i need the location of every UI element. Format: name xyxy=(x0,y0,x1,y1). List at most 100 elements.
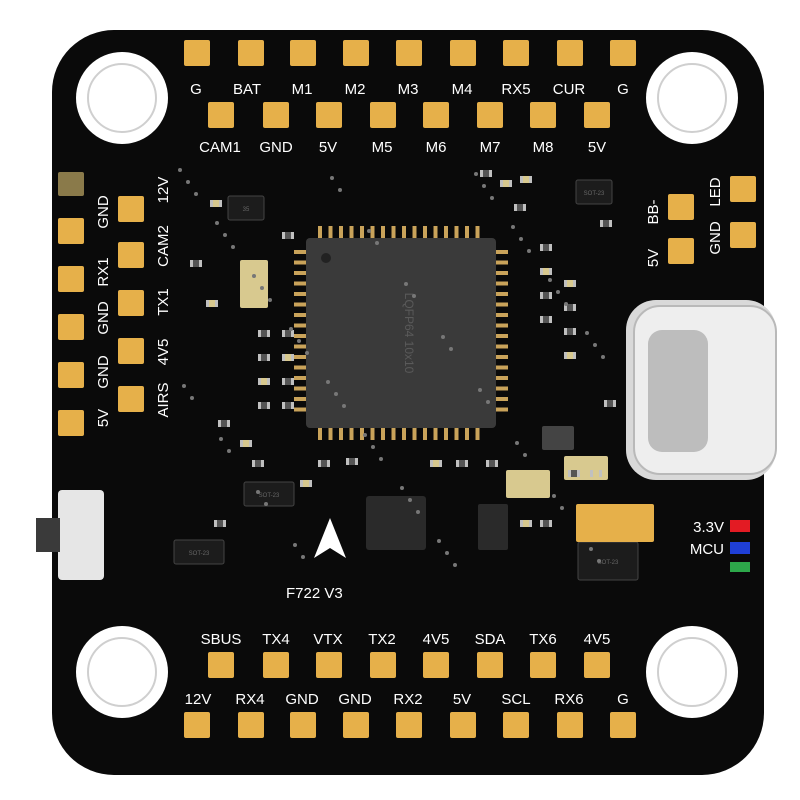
pad-label: SBUS xyxy=(201,631,242,648)
via xyxy=(268,298,272,302)
passive-terminal xyxy=(282,402,285,409)
sot23-marking: SOT-23 xyxy=(598,560,619,566)
via xyxy=(478,388,482,392)
passive-terminal xyxy=(318,460,321,467)
mounting-hole-icon xyxy=(76,52,168,144)
mcu-pin xyxy=(294,365,306,370)
pad-label: 4V5 xyxy=(423,631,450,648)
pad xyxy=(503,712,529,738)
pad xyxy=(238,712,264,738)
passive-terminal xyxy=(267,378,270,385)
via xyxy=(552,494,556,498)
via xyxy=(515,441,519,445)
mcu-pin xyxy=(496,281,508,286)
pad xyxy=(118,386,144,412)
top-pads-row1 xyxy=(184,40,636,66)
mcu-pin xyxy=(391,226,396,238)
via xyxy=(330,176,334,180)
mcu-pin xyxy=(475,428,480,440)
mcu-pin xyxy=(294,250,306,254)
passive-terminal xyxy=(258,354,261,361)
pad xyxy=(370,102,396,128)
via xyxy=(363,433,367,437)
pad xyxy=(58,172,84,196)
left-outer-labels: GND RX1 GND GND 5V xyxy=(95,195,112,427)
pad-label: TX4 xyxy=(262,631,290,648)
via xyxy=(527,249,531,253)
mcu-marking: LQFP64 10x10 xyxy=(402,293,416,374)
pad-label: RX5 xyxy=(501,81,530,98)
sot23-marking: SOT-23 xyxy=(584,191,605,197)
pad xyxy=(290,40,316,66)
mcu-pin xyxy=(496,397,508,401)
mcu-pin xyxy=(318,226,322,238)
via xyxy=(367,229,371,233)
pad-label: SCL xyxy=(501,691,530,708)
led-green xyxy=(730,562,750,572)
status-leds: 3.3V MCU xyxy=(690,519,750,572)
pad-label: M3 xyxy=(398,81,419,98)
via xyxy=(437,539,441,543)
arrow-up-icon xyxy=(314,518,346,558)
bottom-labels-row1: SBUS TX4 VTX TX2 4V5 SDA TX6 4V5 xyxy=(201,631,611,648)
pad xyxy=(58,218,84,244)
pad xyxy=(584,652,610,678)
pad-label: G xyxy=(617,81,629,98)
via xyxy=(453,563,457,567)
pad xyxy=(263,652,289,678)
passive-terminal xyxy=(549,316,552,323)
via xyxy=(404,282,408,286)
bottom-pads-row1 xyxy=(208,652,610,678)
passive-terminal xyxy=(564,280,567,287)
pad xyxy=(477,652,503,678)
top-labels-row2: CAM1 GND 5V M5 M6 M7 M8 5V xyxy=(199,139,606,156)
bottom-labels-row2: 12V RX4 GND GND RX2 5V SCL RX6 G xyxy=(185,691,629,708)
pad-label: 5V xyxy=(588,139,606,156)
pad xyxy=(557,712,583,738)
passive-terminal xyxy=(291,378,294,385)
mcu-pin xyxy=(294,302,306,307)
via xyxy=(305,351,309,355)
pad-label: CUR xyxy=(553,81,586,98)
pad-label: 4V5 xyxy=(584,631,611,648)
led-red xyxy=(730,520,750,532)
passive-terminal xyxy=(267,354,270,361)
sot23-marking: SOT-23 xyxy=(259,493,280,499)
mcu-pin xyxy=(294,260,306,265)
top-pads-row2 xyxy=(208,102,610,128)
mcu-pin xyxy=(294,376,306,380)
mcu-pin xyxy=(496,355,508,359)
pad-label: CAM2 xyxy=(155,225,172,267)
pad xyxy=(610,40,636,66)
mcu-pin xyxy=(402,428,406,440)
led-label: 3.3V xyxy=(693,519,724,536)
mcu-pin xyxy=(412,226,417,238)
pad xyxy=(58,410,84,436)
pad-label: G xyxy=(190,81,202,98)
mcu-pin xyxy=(496,344,508,349)
via xyxy=(445,551,449,555)
pad xyxy=(668,194,694,220)
passive-terminal xyxy=(456,460,459,467)
pad xyxy=(343,712,369,738)
pad xyxy=(208,102,234,128)
passive-terminal xyxy=(258,378,261,385)
mcu-pin xyxy=(496,302,508,307)
passive-terminal xyxy=(573,304,576,311)
passive-terminal xyxy=(219,200,222,207)
mcu-chip: LQFP64 10x10 xyxy=(294,226,508,440)
left-inner-labels: 12V CAM2 TX1 4V5 AIRS xyxy=(155,177,172,418)
mcu-pins xyxy=(294,226,508,440)
via xyxy=(597,559,601,563)
passive-terminal xyxy=(291,354,294,361)
passive-terminal xyxy=(300,480,303,487)
mounting-hole-icon xyxy=(646,52,738,144)
pad-label: TX6 xyxy=(529,631,557,648)
via xyxy=(252,274,256,278)
passive-terminal xyxy=(282,354,285,361)
pad-label: G xyxy=(617,691,629,708)
pad xyxy=(118,338,144,364)
passive-terminal xyxy=(613,400,616,407)
mcu-pin xyxy=(370,428,375,440)
pad xyxy=(118,196,144,222)
